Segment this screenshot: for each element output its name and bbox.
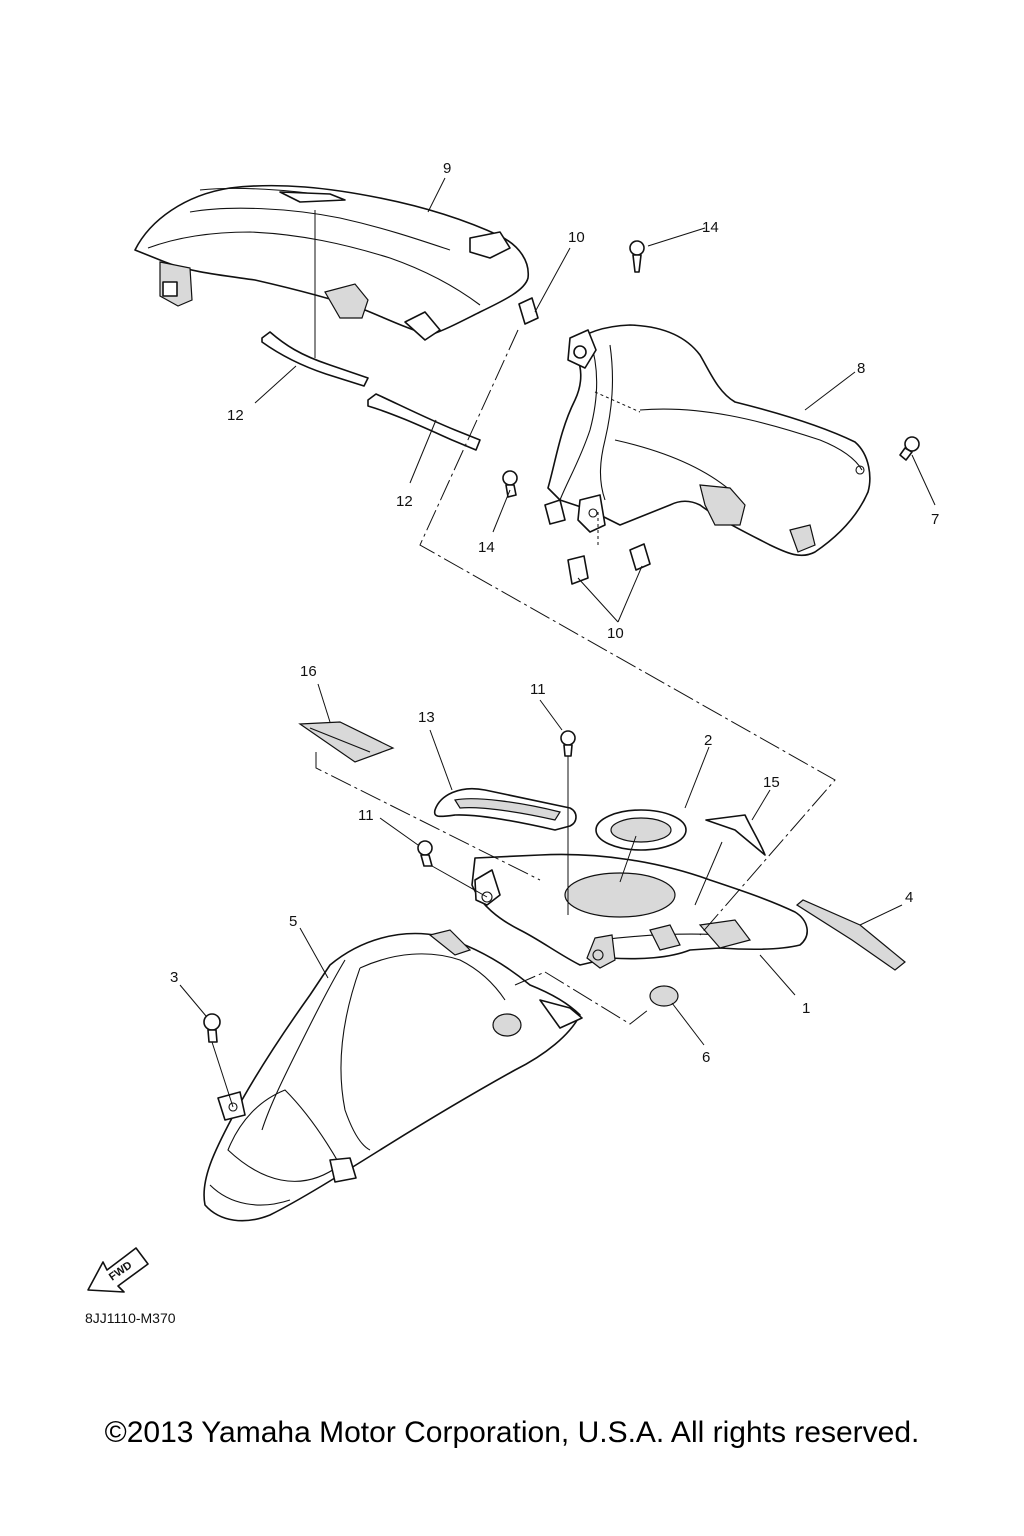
drawing-code: 8JJ1110-M370 (85, 1310, 176, 1326)
callout-5: 5 (289, 913, 297, 930)
part-11-screw-lower (417, 840, 433, 867)
callout-12-upper: 12 (227, 407, 244, 424)
callout-9: 9 (443, 160, 451, 177)
leader-lines (179, 177, 936, 1046)
part-4-strip (795, 899, 906, 971)
callout-14-upper: 14 (702, 219, 719, 236)
part-13-pocket (433, 788, 577, 831)
callout-8: 8 (857, 360, 865, 377)
callout-15: 15 (763, 774, 780, 791)
copyright-notice: ©2013 Yamaha Motor Corporation, U.S.A. A… (104, 1416, 920, 1449)
part-10-clip-lower-right (629, 543, 651, 571)
callout-7: 7 (931, 511, 939, 528)
callout-16: 16 (300, 663, 317, 680)
part-7-screw (899, 436, 920, 461)
callout-14-lower: 14 (478, 539, 495, 556)
part-16-label (298, 721, 395, 763)
part-5-front-cover (203, 929, 583, 1222)
callout-12-lower: 12 (396, 493, 413, 510)
part-15-decal (705, 814, 766, 856)
part-14-screw-upper (629, 240, 645, 273)
assembly-guide-lines (211, 210, 836, 1108)
part-14-screw-lower (502, 470, 518, 498)
callout-11-lower: 11 (358, 807, 374, 824)
callout-11-upper: 11 (530, 681, 546, 698)
part-1-center-panel (471, 853, 808, 969)
callout-2: 2 (704, 732, 712, 749)
callout-13: 13 (418, 709, 435, 726)
part-12-strip-upper (261, 331, 369, 387)
part-3-screw (203, 1013, 221, 1043)
part-10-clip-upper (518, 297, 539, 325)
callout-10-lower: 10 (607, 625, 624, 642)
part-10-clip-lower-left (567, 555, 589, 585)
callout-3: 3 (170, 969, 178, 986)
callout-numbers: 9 10 14 8 12 12 7 14 10 16 11 13 2 15 11… (170, 160, 939, 1066)
callout-1: 1 (802, 1000, 810, 1017)
callout-4: 4 (905, 889, 913, 906)
callout-6: 6 (702, 1049, 710, 1066)
fwd-arrow-icon: FWD (87, 1247, 149, 1293)
callout-10-upper: 10 (568, 229, 585, 246)
part-2-grommet (595, 809, 687, 851)
part-9-side-cover (134, 184, 529, 341)
part-8-center-cover (544, 324, 871, 557)
part-12-strip-lower (367, 393, 481, 451)
part-11-screw-upper (560, 730, 576, 757)
part-6-cap (649, 985, 679, 1007)
